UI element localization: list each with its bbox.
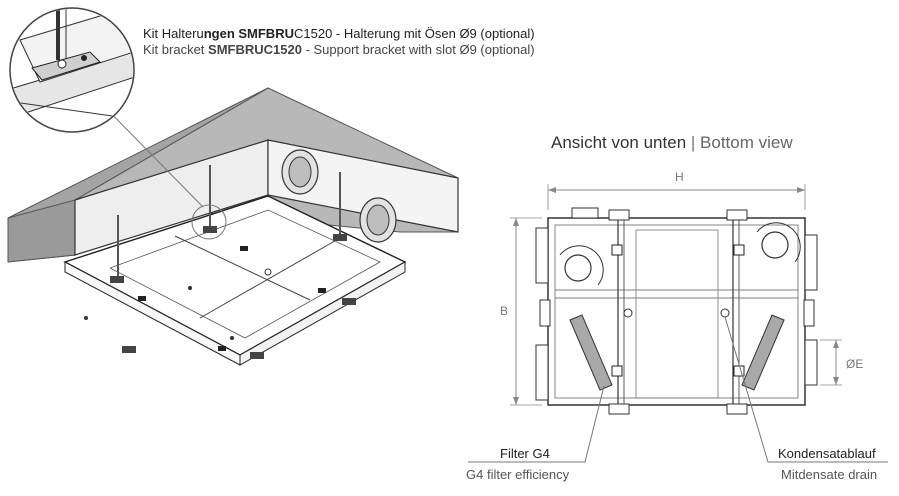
kit-title-en-b: SMFBRUC1520 xyxy=(208,42,302,57)
bracket-4 xyxy=(122,346,136,353)
bracket-2 xyxy=(203,226,217,233)
unit-center-rail-2 xyxy=(199,237,341,319)
fan-right xyxy=(761,231,789,259)
duct-left-bottom xyxy=(535,344,549,401)
detail-highlight xyxy=(191,204,227,240)
view-title-de: Ansicht von unten xyxy=(551,133,687,152)
filter-leader xyxy=(468,385,605,463)
view-title-en: Bottom view xyxy=(700,133,793,152)
kit-title-de-b: ngen SMFBRU xyxy=(203,26,294,41)
bracket-3 xyxy=(333,234,347,241)
drain-leader xyxy=(724,316,888,463)
bracket-1 xyxy=(110,276,124,283)
duct-right-bottom xyxy=(804,339,818,386)
kit-title-en-c: - Support bracket with slot Ø9 (optional… xyxy=(301,42,535,57)
duct-left-top xyxy=(535,227,549,284)
view-title-separator: | xyxy=(686,133,701,152)
clip-4 xyxy=(240,246,248,251)
view-title: Ansicht von unten | Bottom view xyxy=(551,133,793,153)
clip-1 xyxy=(138,296,146,301)
unit-front-right xyxy=(239,261,406,366)
duct-right-top xyxy=(804,234,818,291)
kit-title-de: Kit Halterungen SMFBRUC1520 - Halterung … xyxy=(143,26,535,41)
drain-label-de: Kondensatablauf xyxy=(778,446,876,461)
dimension-oe: ØE xyxy=(846,357,864,371)
filter-left xyxy=(569,314,613,391)
kit-title-en-a: Kit bracket xyxy=(143,42,209,57)
dimension-h: H xyxy=(675,170,684,184)
clip-2 xyxy=(218,346,226,351)
ceiling-slab-left xyxy=(7,199,76,263)
kit-title-de-a: Kit Halteru xyxy=(143,26,204,41)
unit-center-rail xyxy=(174,235,311,301)
dimension-b: B xyxy=(500,304,509,318)
filter-label-en: G4 filter efficiency xyxy=(466,467,570,482)
kit-title-de-c: C1520 - Halterung mit Ösen Ø9 (optional) xyxy=(293,26,535,41)
drain-label-en: Mitdensate drain xyxy=(781,467,878,482)
filter-label-de: Filter G4 xyxy=(500,446,550,461)
fan-left xyxy=(564,254,592,282)
bracket-5 xyxy=(250,352,264,359)
kit-title-en: Kit bracket SMFBRUC1520 - Support bracke… xyxy=(143,42,535,57)
clip-3 xyxy=(318,288,326,293)
bracket-6 xyxy=(342,298,356,305)
filter-right xyxy=(741,314,785,391)
